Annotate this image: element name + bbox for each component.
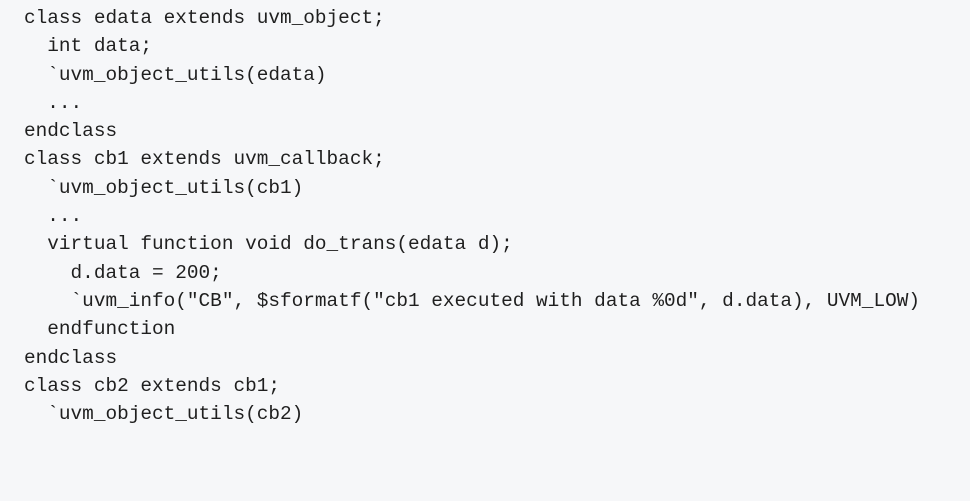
- code-line: `uvm_info("CB", $sformatf("cb1 executed …: [24, 289, 920, 312]
- code-line: `uvm_object_utils(cb2): [24, 403, 304, 426]
- code-line: int data;: [24, 35, 152, 58]
- code-line: class edata extends uvm_object;: [24, 7, 385, 29]
- code-line: virtual function void do_trans(edata d);: [24, 233, 513, 256]
- code-line: d.data = 200;: [24, 261, 222, 284]
- code-line: ...: [24, 91, 83, 114]
- code-line: `uvm_object_utils(edata): [24, 63, 327, 86]
- code-line: class cb2 extends cb1;: [24, 374, 280, 397]
- code-line: ...: [24, 205, 83, 228]
- code-line: endfunction: [24, 318, 176, 341]
- code-line: class cb1 extends uvm_callback;: [24, 148, 385, 171]
- code-line: `uvm_object_utils(cb1): [24, 176, 304, 199]
- code-line: endclass: [24, 346, 118, 369]
- code-line: endclass: [24, 120, 118, 143]
